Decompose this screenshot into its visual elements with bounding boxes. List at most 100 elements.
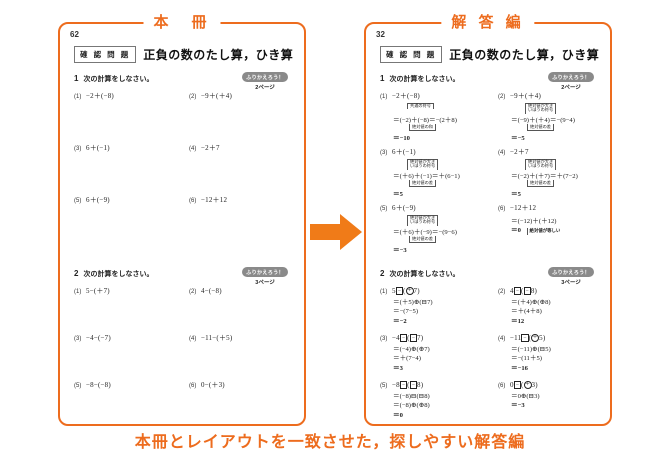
heading-tag-answer: 確 認 問 題 (380, 46, 443, 63)
solution-steps: 絶対値が大き いほうの符号 ＝(−2)＋(＋7)＝＋(7−2) 絶対値の差 ＝5 (511, 158, 578, 200)
item-label: (3) (380, 336, 388, 342)
solution-line: ＝(＋5)⊕(⊟7) (393, 298, 433, 306)
annotation-text: 絶対値の差 (409, 236, 436, 243)
section-2-main: 2 次の計算をしなさい。 ふりかえろう！ 3ページ (1)5−(＋7) (2)4… (74, 267, 294, 431)
final-answer: ＝12 (511, 317, 525, 325)
section-1-number-answer: 1 (380, 74, 385, 83)
solution-line: ＝(＋6)＋(−1)＝＋(6−1) (393, 172, 460, 180)
item-label: (1) (380, 94, 388, 100)
item-expression: −2＋(−8) (392, 92, 420, 100)
problem-item: (6)0−(＋3) (189, 381, 225, 391)
solution-line: ＝(−2)＋(−8)＝−(2＋8) (393, 116, 457, 124)
heading-row-answer: 確 認 問 題 正負の数のたし算，ひき算 (380, 46, 600, 63)
final-answer: ＝−16 (511, 364, 528, 372)
item-label: (6) (498, 383, 506, 389)
section-1-grid-main: (1)−2＋(−8) (2)−9＋(＋4) (3)6＋(−1) (4)−2＋7 … (74, 86, 294, 246)
annotation-bottom: 絶対値の差 (511, 180, 578, 190)
section-2-instruction-main: 次の計算をしなさい。 (83, 271, 154, 278)
section-1-header-answer: 1 次の計算をしなさい。 (380, 74, 600, 84)
solution-steps: ＝(＋4)⊕(⊕8) ＝＋(4＋8) ＝12 (511, 298, 551, 327)
plus-circle-icon: ＋ (531, 334, 540, 343)
item-expression: 5−(＋7) (392, 287, 420, 296)
solution-line: ＝(＋4)⊕(⊕8) (511, 298, 551, 306)
recall-page-label: 2ページ (561, 85, 581, 91)
solution-line: ＝−(11＋5) (511, 355, 542, 363)
minus-box-icon: − (523, 287, 531, 296)
item-expression: 6＋(−9) (86, 196, 110, 204)
minus-box-icon: − (399, 334, 408, 343)
problem-item: (5)−8−(−8) (74, 381, 111, 391)
item-expression: 6＋(−9) (392, 204, 416, 212)
item-label: (1) (380, 289, 388, 295)
panel-banner-answer: 解 答 編 (441, 13, 535, 33)
annotation-text: 絶対値の差 (527, 124, 554, 131)
item-expression: −11−(＋5) (510, 334, 546, 343)
recall-page-label: 2ページ (255, 85, 275, 91)
section-1-instruction-answer: 次の計算をしなさい。 (389, 76, 460, 83)
solution-line: ＝＋(7−4) (393, 355, 421, 363)
item-label: (1) (74, 94, 82, 100)
heading-title-main: 正負の数のたし算，ひき算 (143, 48, 294, 62)
item-expression: 0−(＋3) (510, 381, 538, 390)
section-2-header-main: 2 次の計算をしなさい。 (74, 269, 294, 279)
minus-box-icon: − (513, 381, 522, 390)
annotation-bottom: 絶対値の差 (511, 124, 575, 134)
item-label: (3) (380, 150, 388, 156)
final-answer: ＝−5 (511, 135, 525, 143)
section-2-number-answer: 2 (380, 269, 385, 278)
item-expression: −2＋7 (201, 144, 220, 152)
recall-badge-2-answer: ふりかえろう！ 3ページ (548, 267, 594, 286)
item-label: (5) (380, 383, 388, 389)
answer-item: (5)6＋(−9) 絶対値が大き いほうの符号 ＝(＋6)＋(−9)＝−(9−6… (380, 204, 457, 256)
problem-item: (3)−4−(−7) (74, 334, 111, 344)
problem-item: (6) −12＋12 (189, 196, 227, 206)
problem-item: (4)−11−(＋5) (189, 334, 232, 344)
answer-item: (2)4−(−8) ＝(＋4)⊕(⊕8) ＝＋(4＋8) ＝12 (498, 287, 551, 327)
answer-item: (1) −2＋(−8) 共通の符号 ＝(−2)＋(−8)＝−(2＋8) 絶対値の和… (380, 92, 457, 144)
item-label: (6) (189, 198, 197, 204)
section-1-instruction-main: 次の計算をしなさい。 (83, 76, 154, 83)
section-2-header-answer: 2 次の計算をしなさい。 (380, 269, 600, 279)
item-label: (3) (74, 146, 82, 152)
annotation-text: 共通の符号 (407, 102, 434, 110)
item-label: (4) (498, 336, 506, 342)
answer-item: (1)5−(＋7) ＝(＋5)⊕(⊟7) ＝−(7−5) ＝−2 (380, 287, 433, 327)
solution-line: ＝(−12)＋(＋12) (511, 217, 557, 225)
item-expression: −12＋12 (201, 196, 228, 204)
answer-item: (5)−8−(−8) ＝(−8)⊟(⊟8) ＝(−8)⊕(⊕8) ＝0 (380, 381, 430, 421)
problem-item: (5)6＋(−9) (74, 196, 110, 206)
annotation-top: 絶対値が大き いほうの符号 (393, 214, 457, 228)
annotation-bottom: 絶対値の和 (393, 124, 457, 134)
annotation-top: 共通の符号 (393, 102, 457, 116)
answer-item: (6) 0−(＋3) ＝0⊕(⊟3) ＝−3 (498, 381, 540, 411)
minus-box-icon: − (395, 287, 404, 296)
item-expression: −2＋7 (510, 148, 529, 156)
section-2-grid-answer: (1)5−(＋7) ＝(＋5)⊕(⊟7) ＝−(7−5) ＝−2 (2)4−(−… (380, 281, 600, 431)
section-1-header-main: 1 次の計算をしなさい。 (74, 74, 294, 84)
item-expression: −4−(−7) (392, 334, 424, 343)
item-label: (1) (74, 289, 82, 295)
answer-book-panel: 解 答 編 32 確 認 問 題 正負の数のたし算，ひき算 1 次の計算をしなさ… (364, 13, 612, 426)
annotation-bottom: 絶対値の差 (393, 180, 460, 190)
final-answer: ＝−3 (511, 402, 525, 410)
heading-title-answer: 正負の数のたし算，ひき算 (449, 48, 600, 62)
solution-line: ＝(−2)＋(＋7)＝＋(7−2) (511, 172, 578, 180)
final-answer: ＝−3 (393, 247, 407, 255)
solution-line: ＝(＋6)＋(−9)＝−(9−6) (393, 228, 457, 236)
item-expression: 6＋(−1) (392, 148, 416, 156)
problem-item: (1)5−(＋7) (74, 287, 110, 297)
heading-row-main: 確 認 問 題 正負の数のたし算，ひき算 (74, 46, 294, 63)
solution-steps: ＝0⊕(⊟3) ＝−3 (511, 392, 540, 411)
page-number-answer: 32 (376, 30, 385, 39)
annotation-top: 絶対値が大き いほうの符号 (511, 102, 575, 116)
recall-pill-label: ふりかえろう！ (242, 267, 288, 277)
bottom-caption: 本冊とレイアウトを一致させた，探しやすい解答編 (134, 434, 526, 451)
solution-line: ＝(−8)⊕(⊕8) (393, 402, 430, 410)
answer-item: (2)−9＋(＋4) 絶対値が大き いほうの符号 ＝(−9)＋(＋4)＝−(9−… (498, 92, 575, 144)
item-label: (4) (189, 146, 197, 152)
item-label: (4) (498, 150, 506, 156)
annotation-text: 絶対値が大き いほうの符号 (407, 214, 439, 226)
problem-item: (2)4−(−8) (189, 287, 222, 297)
minus-box-icon: − (409, 381, 418, 390)
minus-box-icon: − (513, 287, 522, 296)
